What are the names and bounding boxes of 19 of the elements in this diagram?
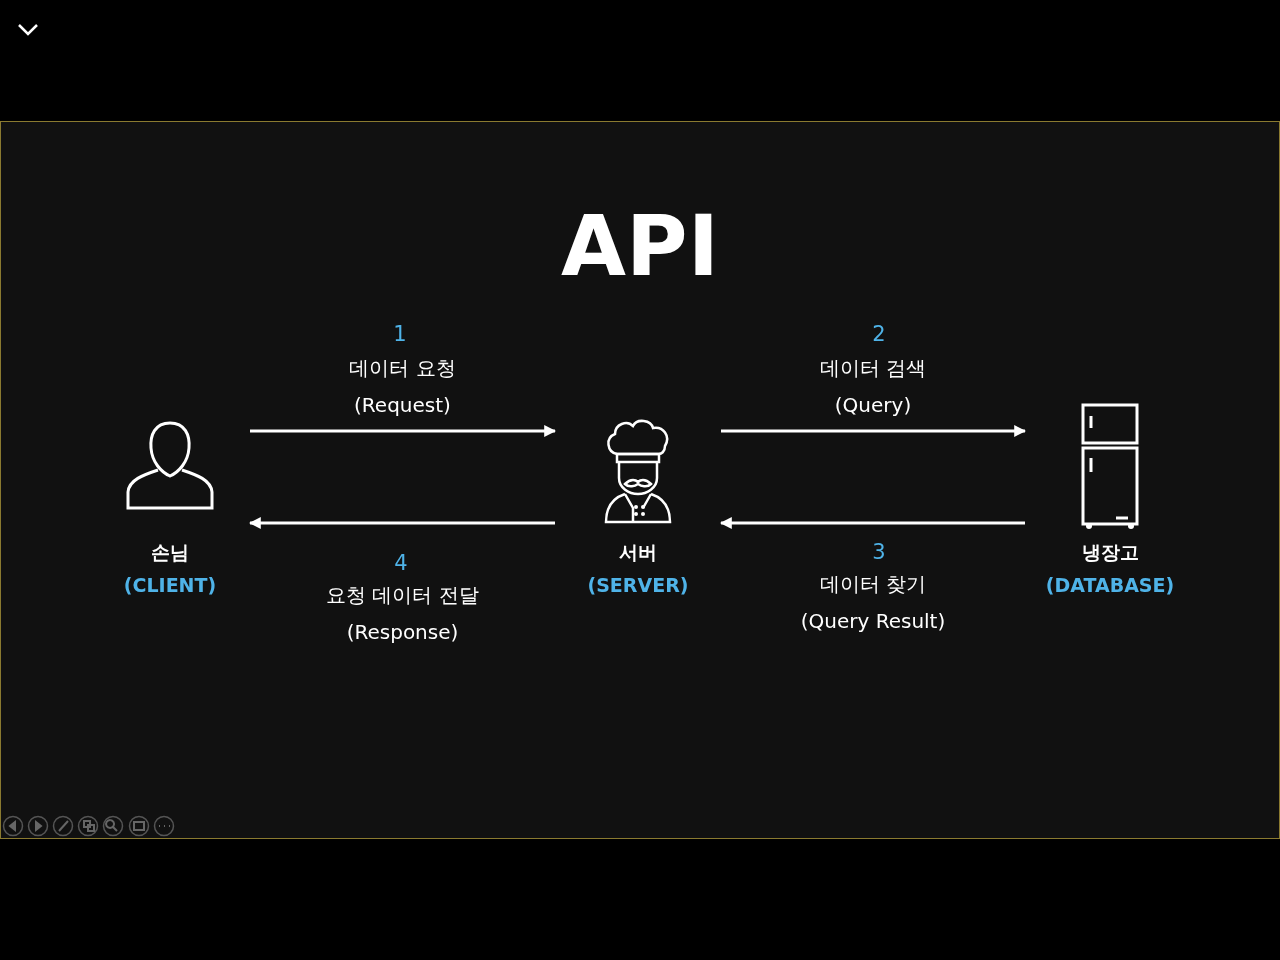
step-number: 2: [871, 322, 887, 346]
arrow: [250, 425, 557, 437]
step-number: 3: [871, 540, 887, 564]
role-label: (DATABASE): [1044, 574, 1176, 596]
step-number: 1: [392, 322, 408, 346]
step-number: 4: [393, 551, 409, 575]
edge-label: 데이터 검색 (Query): [818, 355, 928, 419]
arrow: [248, 517, 555, 529]
edge-label: 데이터 요청 (Request): [348, 355, 457, 419]
arrow: [719, 517, 1025, 529]
role-label: (CLIENT): [122, 574, 218, 596]
edge-label: 데이터 찾기 (Query Result): [799, 571, 947, 635]
actor-name: 손님: [150, 540, 190, 565]
arrow: [721, 425, 1027, 437]
title: API: [560, 196, 720, 296]
edge-label: 요청 데이터 전달 (Response): [325, 582, 480, 646]
actor-name: 냉장고: [1080, 540, 1140, 565]
actor-name: 서버: [618, 540, 658, 565]
role-label: (SERVER): [586, 574, 690, 596]
